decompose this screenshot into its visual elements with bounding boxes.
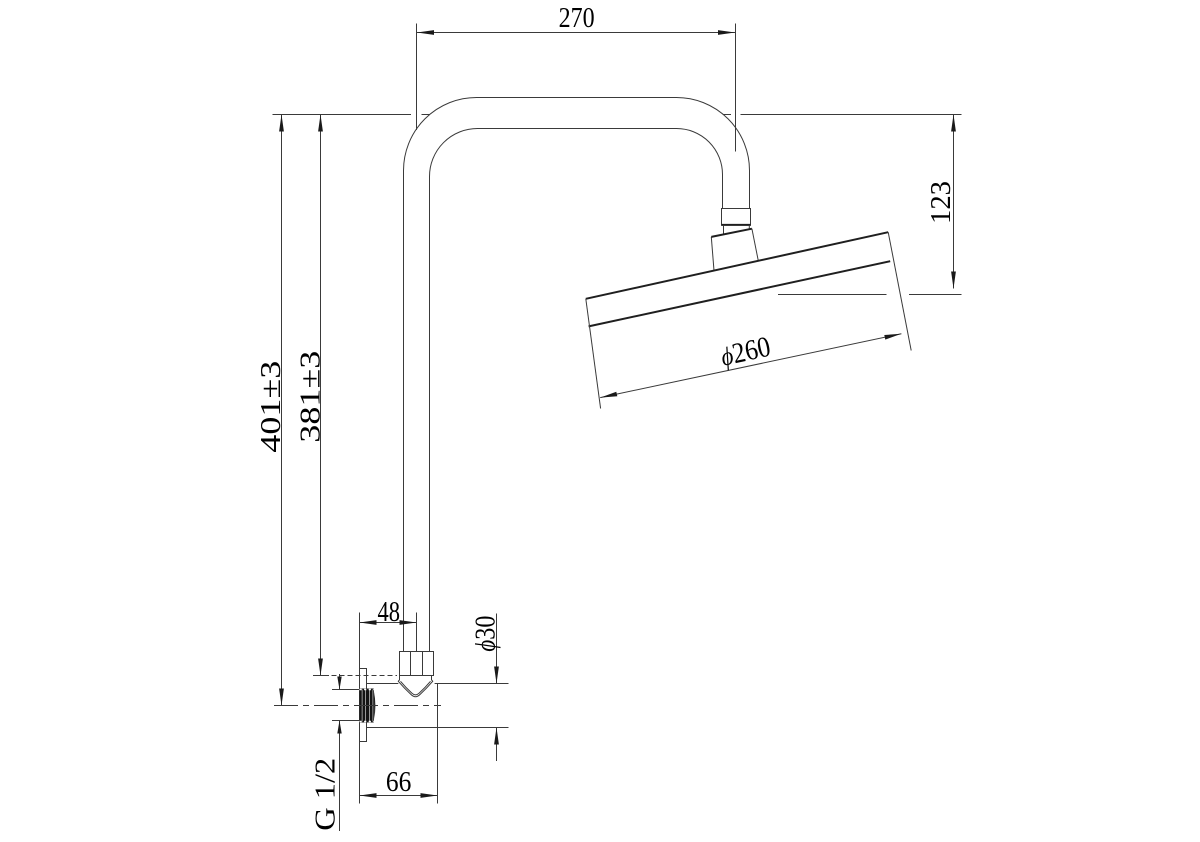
svg-text:270: 270 xyxy=(559,2,595,34)
svg-text:401±3: 401±3 xyxy=(255,361,287,453)
svg-text:ϕ30: ϕ30 xyxy=(470,616,502,652)
svg-text:66: 66 xyxy=(386,766,412,798)
svg-text:G 1/2: G 1/2 xyxy=(310,758,342,831)
svg-text:381±3: 381±3 xyxy=(295,351,327,443)
svg-text:123: 123 xyxy=(925,181,957,224)
svg-text:48: 48 xyxy=(377,596,400,628)
